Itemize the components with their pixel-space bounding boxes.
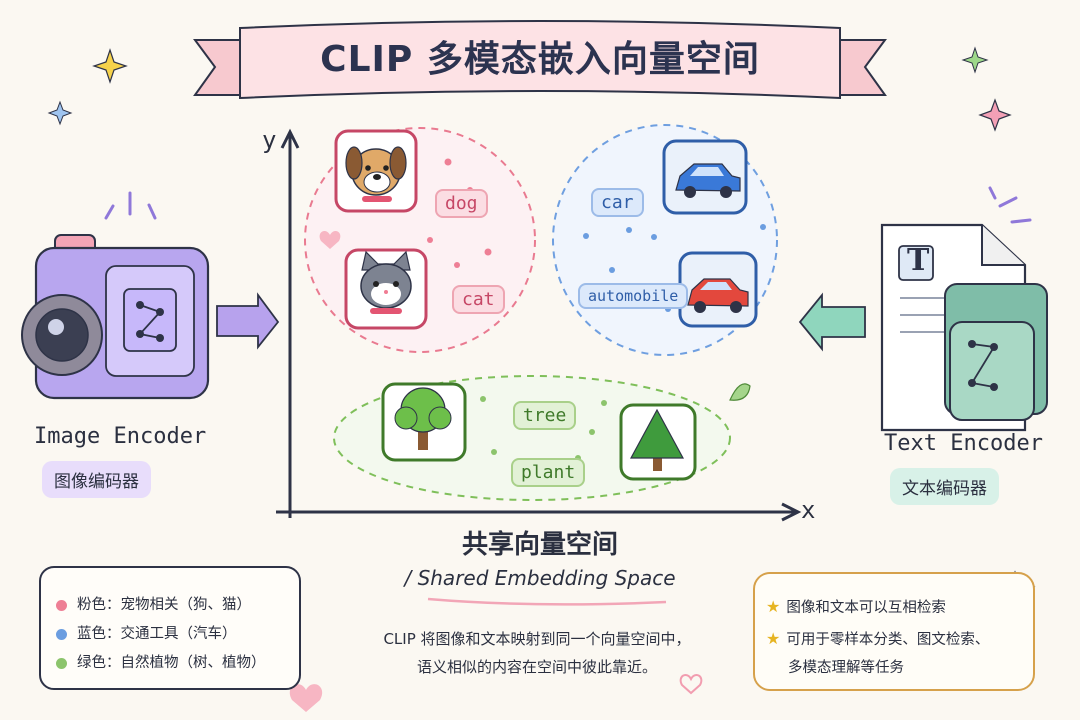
x-axis-label: x xyxy=(801,496,816,524)
tree-image xyxy=(381,382,467,462)
y-axis-label: y xyxy=(262,126,277,154)
cat-image xyxy=(344,248,428,330)
text-encoder-chinese-label: 文本编码器 xyxy=(890,468,999,505)
legend-pet: 粉色：宠物相关（狗、猫） xyxy=(77,597,251,613)
heart-icon xyxy=(289,230,751,712)
legend-box xyxy=(39,566,301,690)
note-2: 可用于零样本分类、图文检索、 xyxy=(786,632,990,648)
legend-plant: 绿色：自然植物（树、植物） xyxy=(77,655,266,671)
space-underline xyxy=(427,597,667,606)
automobile-label: automobile xyxy=(578,283,689,309)
note-1: 图像和文本可以互相检索 xyxy=(786,600,946,616)
sparkle-lines xyxy=(104,186,1032,224)
dog-label: dog xyxy=(435,189,488,218)
title-banner xyxy=(193,20,887,100)
right-arrow-icon xyxy=(216,292,280,350)
left-arrow-icon xyxy=(798,292,866,352)
pine-tree-image xyxy=(619,403,697,481)
cluster-dots xyxy=(427,158,766,461)
camera-icon xyxy=(21,234,210,400)
description-line-1: CLIP 将图像和文本映射到同一个向量空间中， xyxy=(383,630,691,648)
note-3: 多模态理解等任务 xyxy=(788,660,904,676)
cat-label: cat xyxy=(452,285,505,314)
image-encoder-label: Image Encoder xyxy=(34,424,207,449)
car-label: car xyxy=(591,188,644,217)
dog-image xyxy=(334,129,418,213)
plant-label: plant xyxy=(511,458,586,487)
document-letter: T xyxy=(907,243,930,278)
space-title: 共享向量空间 xyxy=(461,530,618,560)
axes xyxy=(276,128,802,522)
star-icon: ★ xyxy=(766,629,781,648)
space-subtitle: / Shared Embedding Space xyxy=(404,566,676,590)
description-line-2: 语义相似的内容在空间中彼此靠近。 xyxy=(416,658,657,676)
legend-vehicle: 蓝色：交通工具（汽车） xyxy=(77,626,237,642)
image-encoder-chinese-label: 图像编码器 xyxy=(42,461,151,498)
automobile-image xyxy=(678,251,758,328)
star-icon: ★ xyxy=(766,597,781,616)
tree-label: tree xyxy=(513,401,577,430)
page-title: CLIP 多模态嵌入向量空间 xyxy=(320,39,760,80)
text-encoder-label: Text Encoder xyxy=(884,431,1043,456)
car-image xyxy=(662,139,748,215)
description: CLIP 将图像和文本映射到同一个向量空间中， 语义相似的内容在空间中彼此靠近。 xyxy=(352,625,722,681)
notes-box xyxy=(753,572,1035,691)
document-icon xyxy=(880,223,1048,432)
